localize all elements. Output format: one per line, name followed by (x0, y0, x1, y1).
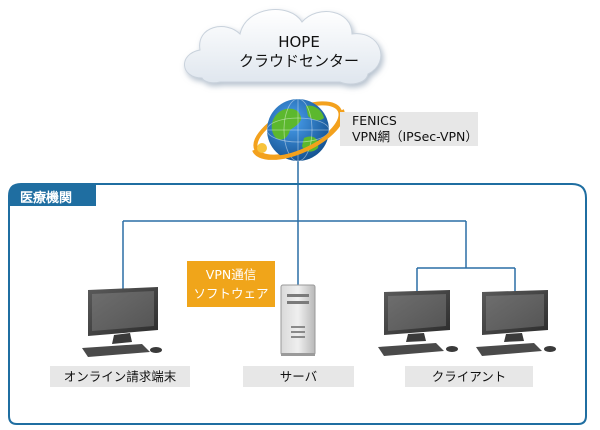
server-icon (280, 284, 316, 356)
server-label: サーバ (279, 369, 318, 384)
organization-label: 医療機関 (20, 191, 73, 206)
vpn-software-label: VPN通信 ソフトウェア (187, 265, 275, 303)
network-label-line2: VPN網（IPSec-VPN） (352, 129, 478, 144)
organization-tab (9, 184, 96, 206)
cloud-icon (184, 9, 382, 85)
server-label-bar (243, 366, 354, 387)
client-label: クライアント (431, 369, 507, 384)
pc-icon (476, 290, 556, 356)
pc-icon (82, 287, 162, 357)
cloud-title: HOPE クラウドセンター (210, 33, 388, 71)
network-label-box (340, 112, 478, 146)
cloud-title-line2: クラウドセンター (238, 52, 359, 70)
pc-icon (378, 290, 458, 356)
client-label-bar (405, 366, 533, 387)
vpn-software-line1: VPN通信 (205, 267, 257, 282)
network-label: FENICS VPN網（IPSec-VPN） (352, 113, 478, 145)
terminal-label-bar (50, 366, 190, 387)
terminal-label: オンライン請求端末 (63, 369, 177, 384)
cloud-title-line1: HOPE (278, 33, 320, 51)
vpn-software-line2: ソフトウェア (193, 286, 269, 301)
network-label-line1: FENICS (352, 113, 397, 128)
globe-icon (252, 98, 345, 162)
vpn-software-box (187, 261, 275, 307)
